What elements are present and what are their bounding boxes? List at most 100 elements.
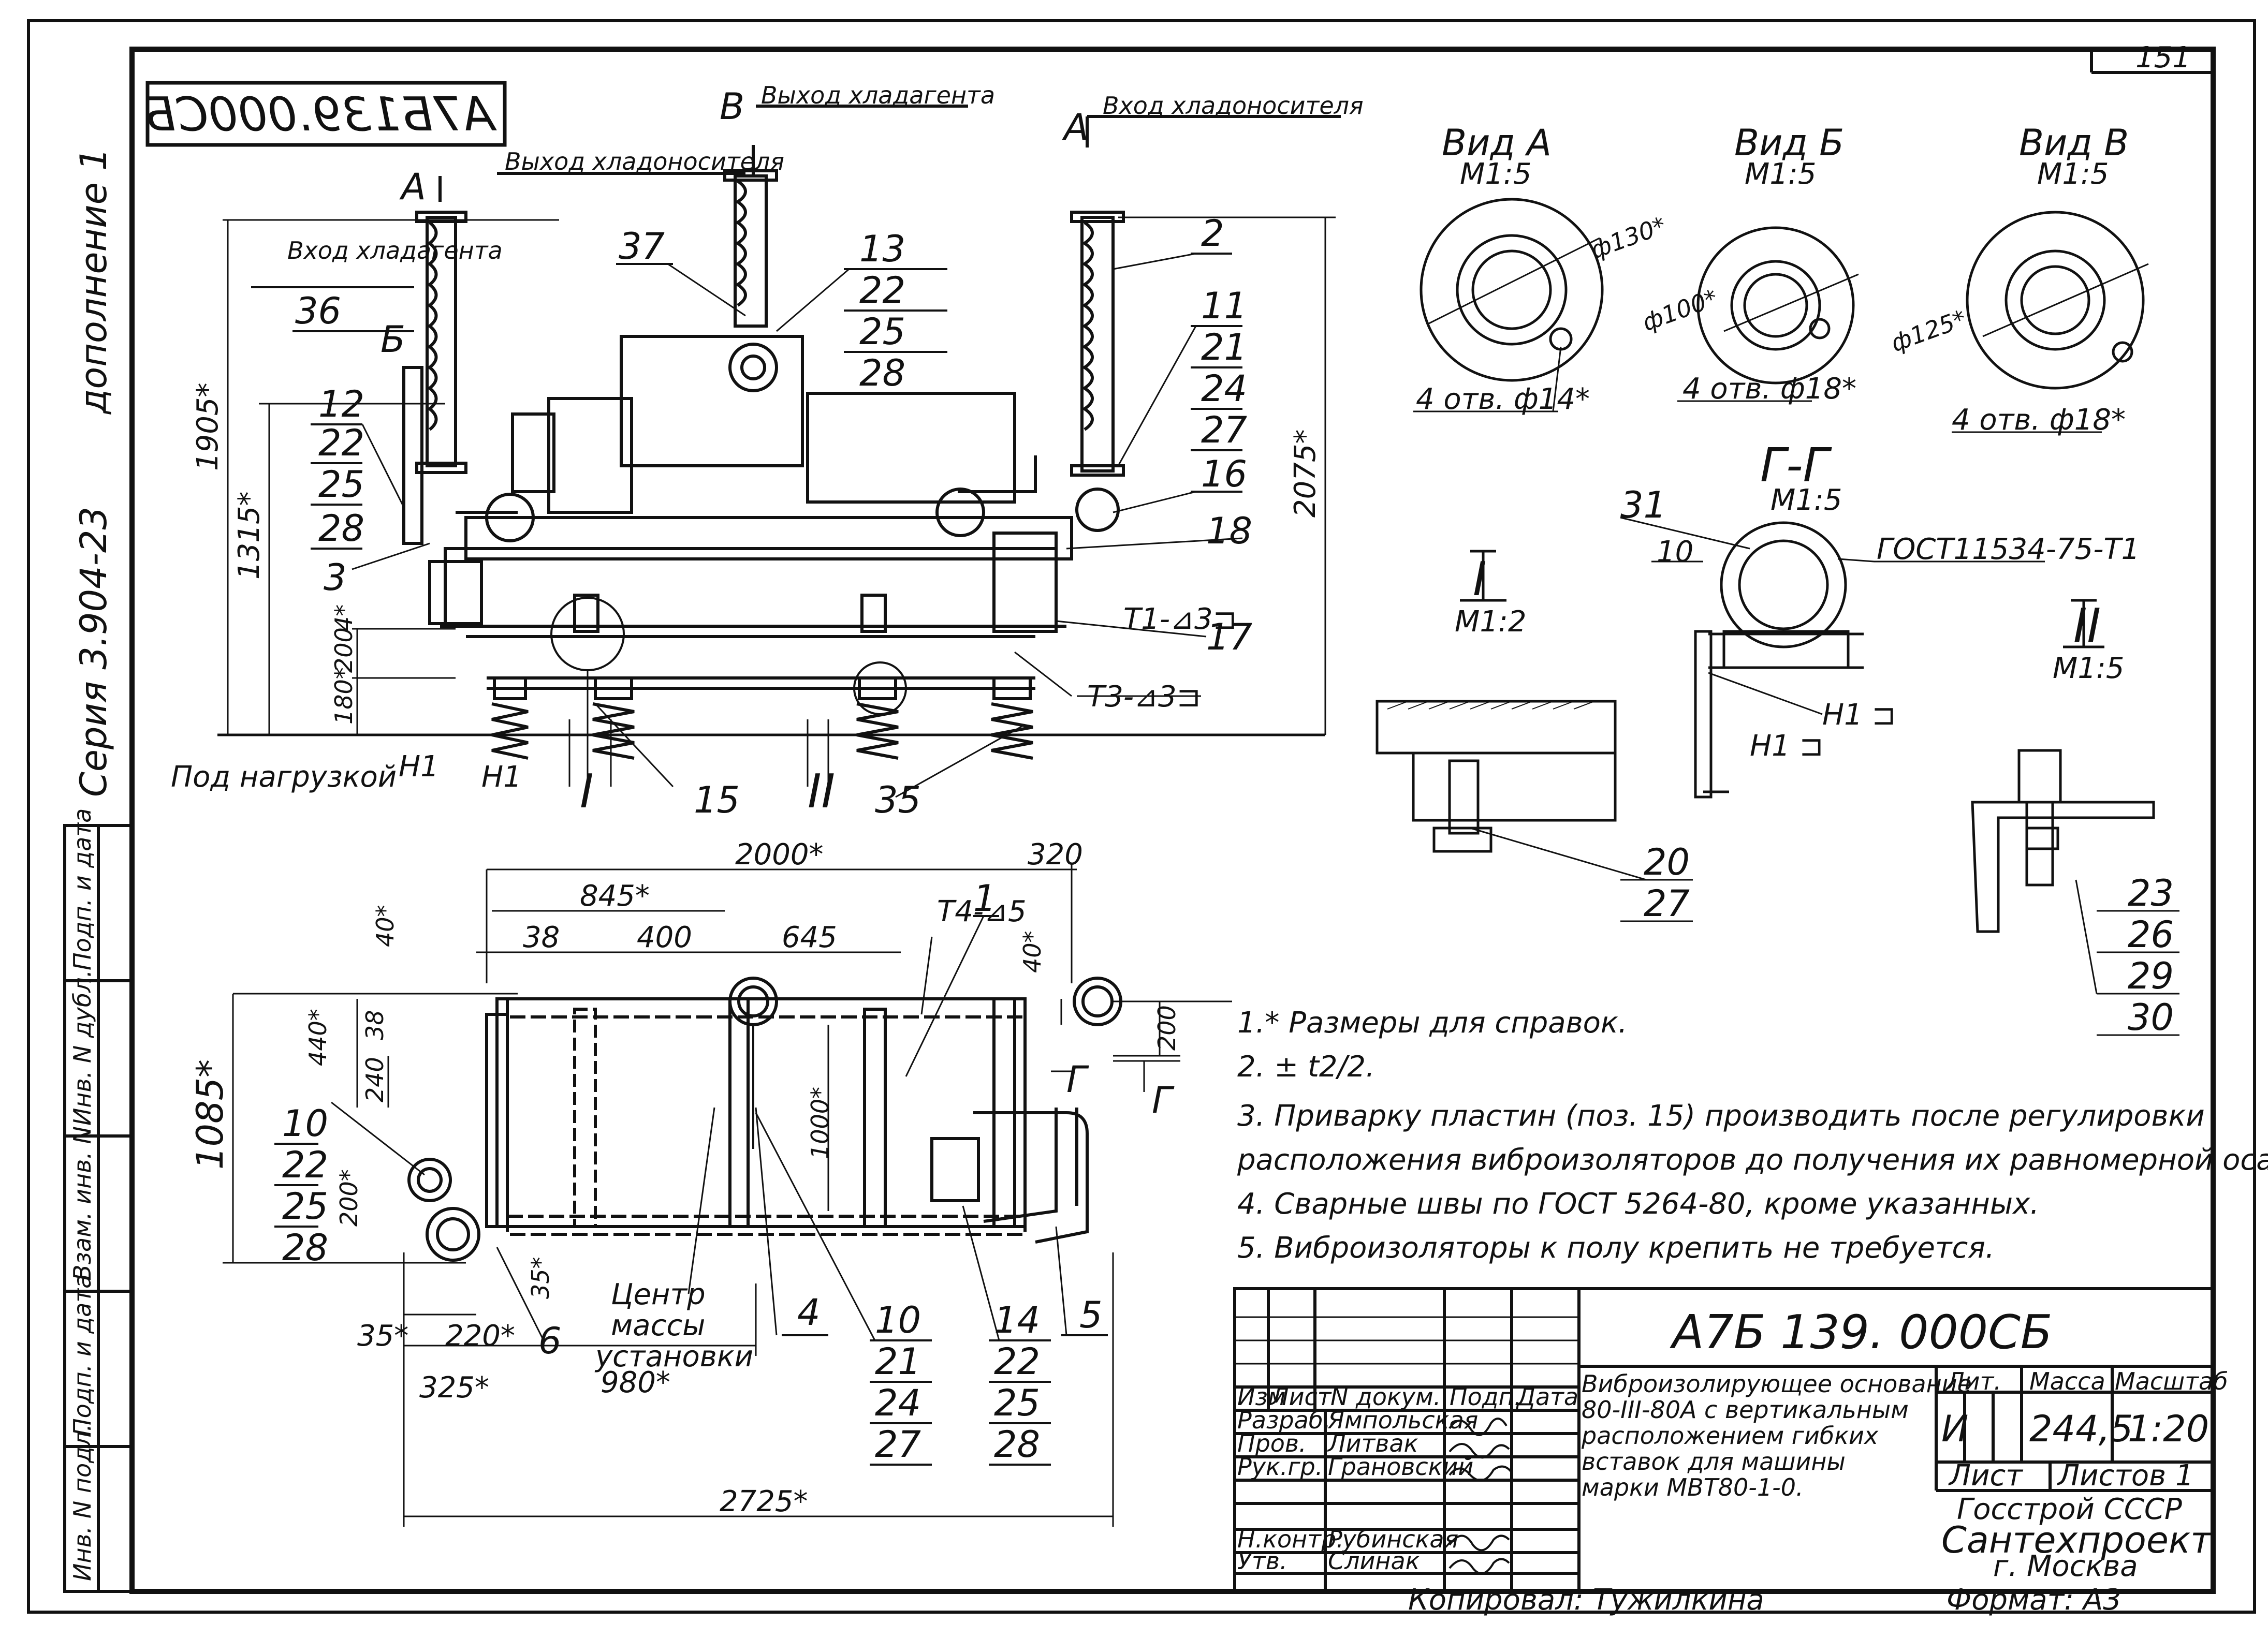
dim-4-front: 4* [330, 604, 358, 631]
inlet-refrigerant: Вход хладагента [287, 237, 503, 264]
page-number: 151 [2135, 41, 2191, 75]
note-4: 4. Сварные швы по ГОСТ 5264-80, кроме ук… [1237, 1187, 2039, 1221]
vid-v-dia: ф125* [1887, 304, 1970, 357]
callout-3: 3 [324, 556, 347, 599]
title-name-2: 80-III-80А с вертикальным [1582, 1396, 1909, 1424]
side-series: Серия 3.904-23 [72, 507, 115, 797]
dim-400: 400 [637, 921, 692, 954]
tb-role-5: Утв. [1237, 1547, 1287, 1575]
dim-38-top: 38 [523, 921, 560, 954]
callout-36: 36 [295, 290, 341, 332]
callout-11-27: 27 [1201, 409, 1247, 451]
callout-15: 15 [694, 779, 740, 821]
callout-II: II [808, 764, 835, 819]
title-name-3: расположением гибких [1581, 1422, 1879, 1450]
note-3-cont: расположения виброизоляторов до получени… [1237, 1143, 2268, 1177]
section-g-gost: ГОСТ11534-75-Т1 [1877, 533, 2140, 566]
section-g-drawing [1620, 517, 2045, 799]
inlet-coolant: Вход хладоносителя [1103, 92, 1364, 120]
plan-callout-6: 6 [538, 1320, 562, 1362]
label-a-right: А [1062, 106, 1089, 149]
tb-header-doc: N докум. [1330, 1383, 1441, 1411]
callout-18: 18 [1206, 510, 1252, 552]
callout-12-22: 22 [318, 422, 364, 464]
plan-callout-10b-27: 27 [875, 1423, 921, 1466]
plan-callout-10b-24: 24 [875, 1382, 921, 1424]
title-block-grid [1233, 1287, 2215, 1593]
label-b: Б [381, 318, 405, 361]
view-v-drawing [1952, 211, 2149, 433]
vid-v-title: Вид В [2019, 122, 2129, 164]
title-scale-header: Масштаб [2115, 1367, 2228, 1395]
section-mark-g-left: Г [1066, 1058, 1089, 1101]
tb-header-list: Лист [1270, 1383, 1332, 1411]
plan-callout-1: 1 [973, 877, 997, 920]
title-org3: г. Москва [1993, 1550, 2138, 1583]
label-a-left: А [399, 166, 426, 208]
callout-12: 12 [318, 383, 364, 425]
plan-callout-10-28: 28 [282, 1227, 328, 1269]
vid-v-holes: 4 отв. ф18* [1952, 403, 2126, 437]
side-col-sign2: Подп. и дата [68, 808, 96, 970]
dim-325: 325* [419, 1371, 489, 1405]
callout-11-24: 24 [1201, 367, 1247, 410]
title-scale: 1:20 [2128, 1408, 2209, 1450]
dim-40-right: 40* [1018, 931, 1046, 973]
callout-11: 11 [1201, 285, 1247, 327]
title-sheets: Листов 1 [2057, 1459, 2194, 1493]
callout-17: 17 [1206, 616, 1252, 658]
vid-a-title: Вид А [1442, 122, 1552, 164]
note-3: 3. Приварку пластин (поз. 15) производит… [1237, 1099, 2205, 1133]
title-org2: Сантехпроект [1941, 1519, 2213, 1561]
dim-240: 240 [361, 1057, 389, 1102]
callout-12-25: 25 [318, 463, 364, 506]
title-lit: И [1941, 1408, 1968, 1450]
callout-16: 16 [1201, 453, 1247, 495]
title-mass: 244,5 [2029, 1408, 2133, 1450]
title-name-5: марки МВТ80-1-0. [1582, 1473, 1804, 1501]
dim-1315: 1315* [232, 491, 266, 580]
callout-13-22: 22 [859, 269, 905, 312]
dim-440: 440* [304, 1009, 332, 1066]
dim-180-front: 180* [330, 667, 358, 725]
detail-1-callout-27: 27 [1644, 882, 1690, 925]
detail-2-callout-30: 30 [2128, 996, 2174, 1039]
tb-name-4: Рубинская [1328, 1525, 1458, 1553]
outlet-refrigerant: Выход хладагента [761, 81, 995, 109]
callout-2: 2 [1201, 212, 1224, 255]
dim-1085: 1085* [189, 1059, 231, 1170]
callout-35: 35 [875, 779, 921, 821]
plan-callout-14-28: 28 [994, 1423, 1040, 1466]
plan-callout-10b: 10 [875, 1299, 921, 1341]
h1-b: Н1 [481, 760, 522, 794]
title-mass-header: Масса [2029, 1367, 2105, 1395]
label-v: В [720, 85, 744, 128]
callout-13-28: 28 [859, 352, 905, 394]
detail-1-drawing [1376, 550, 1693, 922]
side-table [63, 824, 134, 1593]
dim-2000: 2000* [735, 838, 824, 872]
dim-200-front: 200 [330, 627, 358, 673]
title-name-1: Виброизолирующее основание [1582, 1370, 1972, 1398]
side-col-inv: Инв. N подл. [68, 1424, 96, 1581]
section-g-h1b: Н1 ⊐ [1750, 729, 1823, 763]
vid-a-scale: М1:5 [1460, 157, 1531, 191]
dim-2075: 2075* [1289, 429, 1322, 518]
detail-1-label: I [1473, 552, 1487, 607]
section-g-callout-31: 31 [1620, 484, 1666, 526]
section-g-title: Г-Г [1760, 438, 1833, 493]
plan-callout-10b-21: 21 [875, 1340, 921, 1383]
title-code: А7Б 139. 000СБ [1670, 1305, 2053, 1360]
plan-callout-14-22: 22 [994, 1340, 1040, 1383]
callout-13-25: 25 [859, 311, 905, 353]
plan-callout-4: 4 [797, 1291, 821, 1334]
dim-2725: 2725* [720, 1485, 808, 1518]
view-b-drawing [1677, 226, 1859, 402]
section-g-h1a: Н1 ⊐ [1822, 698, 1896, 732]
front-view [217, 105, 1341, 798]
tb-header-date: Дата [1516, 1383, 1578, 1411]
vid-b-dia: ф100* [1638, 284, 1721, 336]
section-g-dim10: 10 [1657, 535, 1693, 569]
title-sheet: Лист [1948, 1459, 2023, 1493]
note-1: 1.* Размеры для справок. [1237, 1006, 1628, 1040]
